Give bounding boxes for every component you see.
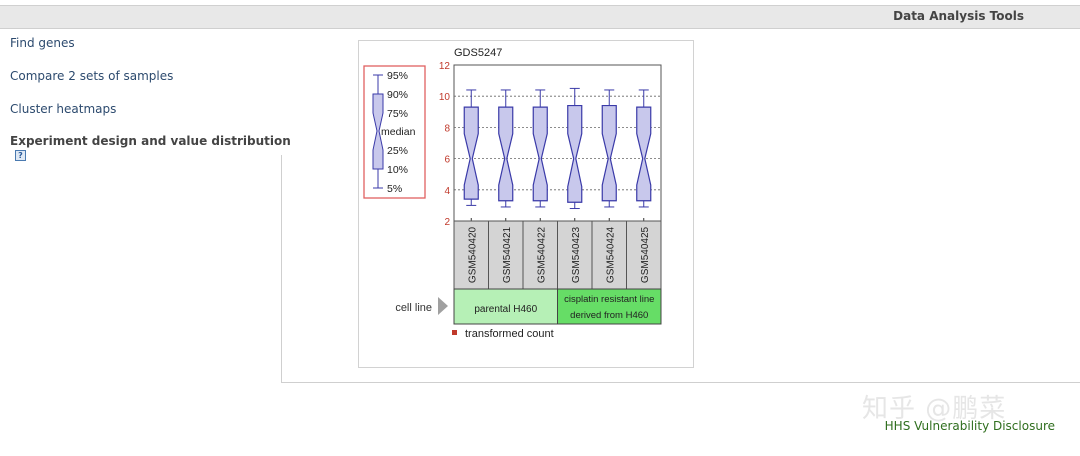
key-label: 25% <box>387 145 408 157</box>
plot-area <box>453 64 662 222</box>
find-genes-link[interactable]: Find genes <box>10 36 75 50</box>
top-bar: Data Analysis Tools <box>0 5 1080 29</box>
sample-label: GSM540421 <box>502 226 513 283</box>
y-tick-label: 10 <box>439 92 451 103</box>
group-label: derived from H460 <box>570 310 648 321</box>
sample-label: GSM540423 <box>571 226 582 283</box>
sample-label: GSM540422 <box>536 226 547 283</box>
sample-header-cell <box>488 220 524 290</box>
key-label: 95% <box>387 70 408 82</box>
watermark: 知乎 @鹏菜 <box>862 394 1007 424</box>
sample-box-box <box>498 106 514 202</box>
sample-label: GSM540424 <box>605 226 616 283</box>
key-label: 75% <box>387 108 408 120</box>
legend-marker-icon <box>452 330 457 335</box>
group-label: cisplatin resistant line <box>564 294 654 305</box>
cluster-heatmaps-link[interactable]: Cluster heatmaps <box>10 102 117 116</box>
chart-title: GDS5247 <box>454 47 502 59</box>
help-icon[interactable]: ? <box>15 150 26 161</box>
sample-box-box <box>601 104 617 202</box>
sample-box-box <box>567 104 583 203</box>
sample-box-box <box>636 106 652 202</box>
section-title: Data Analysis Tools <box>893 9 1024 23</box>
sample-label: GSM540420 <box>467 226 478 283</box>
y-tick-label: 12 <box>439 61 451 72</box>
y-tick-label: 4 <box>444 186 450 197</box>
legend-key-box <box>363 65 426 199</box>
expand-arrow-icon <box>438 297 448 315</box>
group-cell <box>557 288 662 325</box>
sample-label: GSM540425 <box>640 226 651 283</box>
key-box <box>372 93 384 170</box>
y-tick-label: 2 <box>444 217 450 228</box>
key-label: 5% <box>387 183 402 195</box>
key-label: median <box>381 126 416 138</box>
sample-header-cell <box>591 220 627 290</box>
sample-header-cell <box>557 220 593 290</box>
group-cell <box>453 288 558 325</box>
sample-box-box <box>532 106 548 202</box>
y-tick-label: 6 <box>444 155 450 166</box>
current-tool-label: Experiment design and value distribution <box>10 134 291 148</box>
legend-label: transformed count <box>465 328 554 340</box>
y-tick-label: 8 <box>444 123 450 134</box>
tool-panel <box>281 155 1080 383</box>
key-label: 90% <box>387 89 408 101</box>
sample-box-box <box>463 106 479 200</box>
hhs-vulnerability-link[interactable]: HHS Vulnerability Disclosure <box>884 419 1055 433</box>
sample-header-cell <box>626 220 662 290</box>
key-label: 10% <box>387 164 408 176</box>
row-label: cell line <box>395 302 432 314</box>
group-label: parental H460 <box>474 304 537 315</box>
compare-samples-link[interactable]: Compare 2 sets of samples <box>10 69 174 83</box>
